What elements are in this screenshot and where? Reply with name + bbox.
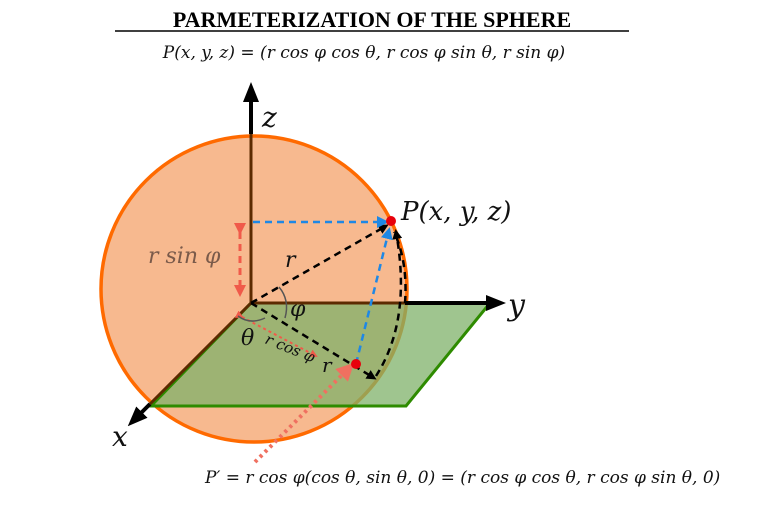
label-phi: φ: [290, 297, 306, 322]
label-radius: r: [285, 248, 297, 273]
formula-bottom: P′ = r cos φ(cos θ, sin θ, 0) = (r cos φ…: [204, 468, 720, 488]
point-p-prime: [351, 359, 361, 369]
theta-angle-arc: [237, 315, 266, 322]
label-r-sin-phi: r sin φ: [148, 244, 221, 269]
r-cos-phi-arrow: [234, 310, 318, 357]
p-prime-leader: [253, 362, 355, 464]
label-theta: θ: [241, 326, 254, 351]
radius-to-p: [250, 224, 389, 305]
label-z-axis: z: [261, 101, 277, 134]
arc-y-to-p: [392, 231, 407, 304]
arc-projection-to-p: [374, 229, 403, 377]
phi-angle-arc: [278, 286, 288, 319]
point-p: [386, 216, 396, 226]
formula-top: P(x, y, z) = (r cos φ cos θ, r cos φ sin…: [162, 43, 565, 63]
label-x-axis: x: [112, 420, 128, 453]
label-point-p: P(x, y, z): [400, 197, 511, 227]
x-axis: [127, 402, 152, 427]
x-axis-inner: [148, 301, 253, 406]
diagram-title: PARMETERIZATION OF THE SPHERE: [173, 7, 571, 32]
label-radius-small: r: [322, 353, 333, 377]
label-y-axis: y: [506, 288, 526, 323]
